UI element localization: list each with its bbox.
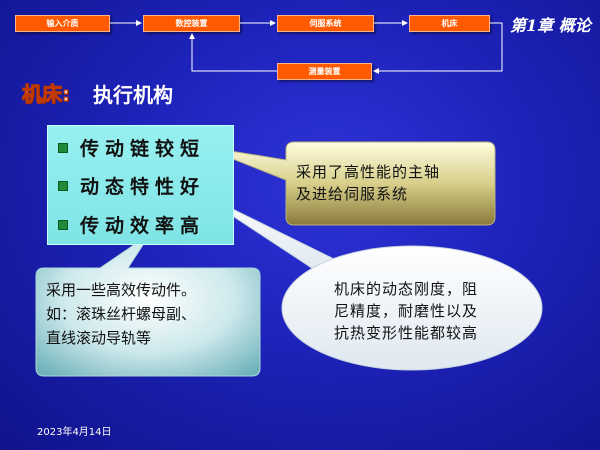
callout-line: 采用了高性能的主轴	[296, 163, 441, 181]
feature-item: 动态特性好	[58, 172, 205, 199]
flow-box-cnc: 数控装置	[143, 15, 240, 32]
callout-line: 抗热变形性能都较高	[334, 324, 479, 342]
callout-rigidity-text: 机床的动态刚度，阻 尼精度，耐磨性以及 抗热变形性能都较高	[334, 278, 478, 344]
slide-date: 2023年4月14日	[37, 427, 112, 438]
square-bullet-icon	[58, 219, 68, 230]
callout-line: 及进给伺服系统	[296, 185, 409, 203]
flow-box-input: 输入介质	[15, 15, 110, 32]
callout-components-text: 采用一些高效传动件。 如：滚珠丝杆螺母副、 直线滚动导轨等	[46, 278, 196, 350]
callout-line: 直线滚动导轨等	[46, 329, 152, 347]
callout-line: 如：滚珠丝杆螺母副、	[46, 305, 197, 323]
square-bullet-icon	[58, 180, 68, 191]
callout-spindle-shape	[199, 141, 496, 226]
feature-text: 传动效率高	[80, 215, 206, 237]
chapter-title: 第1章 概论	[510, 16, 591, 35]
callout-line: 尼精度，耐磨性以及	[334, 302, 479, 320]
callout-rigidity-shape	[281, 245, 543, 371]
arrow-machine-measure	[373, 22, 503, 74]
feature-item: 传动链较短	[58, 134, 205, 161]
flow-box-measure: 测量装置	[277, 63, 372, 80]
heading-prefix: 机床:	[22, 82, 71, 107]
feature-text: 传动链较短	[80, 138, 206, 160]
flow-box-servo: 伺服系统	[277, 15, 374, 32]
square-bullet-icon	[58, 142, 68, 153]
callout-spindle-text: 采用了高性能的主轴 及进给伺服系统	[296, 161, 440, 205]
heading-title: 执行机构	[93, 83, 173, 107]
callout-line: 采用一些高效传动件。	[46, 281, 197, 299]
feature-box: 传动链较短 动态特性好 传动效率高	[47, 125, 234, 245]
callout-line: 机床的动态刚度，阻	[334, 280, 479, 298]
feature-item: 传动效率高	[58, 211, 205, 238]
feature-text: 动态特性好	[80, 176, 206, 198]
callout-components-shape	[35, 233, 261, 377]
flow-arrows	[110, 20, 503, 74]
flow-box-machine: 机床	[409, 15, 490, 32]
arrow-measure-cnc	[189, 33, 277, 72]
